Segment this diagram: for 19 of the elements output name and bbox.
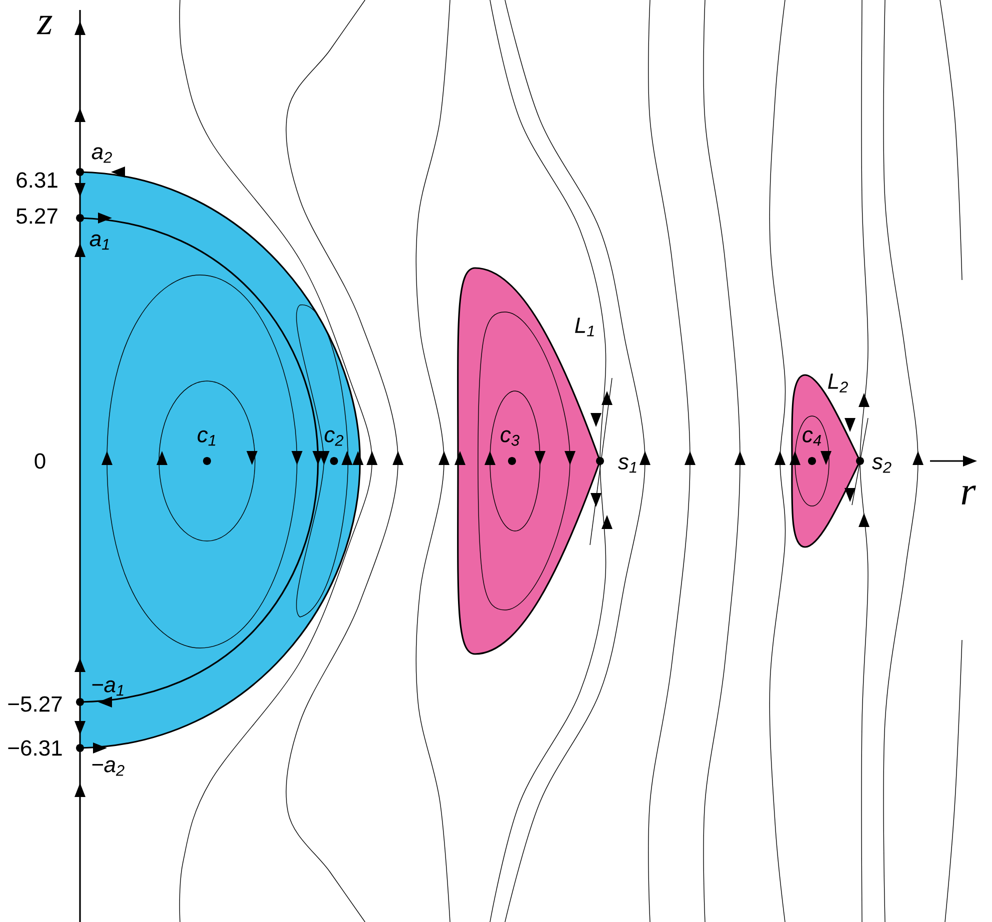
tick-label: 0 — [34, 453, 46, 469]
tick-label: −5.27 — [8, 696, 62, 712]
axis-label: z — [36, 16, 52, 34]
curve-label: L$_{2}$ — [828, 374, 848, 392]
curve-label: L$_{1}$ — [575, 318, 594, 336]
point-label: c$_{3}$ — [500, 430, 520, 446]
axis-label: r — [962, 486, 976, 504]
point-label: a$_{2}$ — [92, 147, 112, 163]
point-label: s$_{2}$ — [872, 457, 892, 473]
point-label: s$_{1}$ — [618, 457, 636, 473]
point-label: −a$_{2}$ — [92, 760, 124, 776]
tick-label: −6.31 — [8, 740, 62, 756]
point-label: c$_{4}$ — [802, 430, 821, 446]
point-label: a$_{1}$ — [90, 234, 109, 250]
tick-label: 5.27 — [16, 208, 58, 224]
point-label: c$_{1}$ — [198, 430, 216, 446]
point-label: −a$_{1}$ — [92, 680, 124, 696]
tick-label: 6.31 — [16, 172, 58, 188]
point-label: c$_{2}$ — [324, 430, 344, 446]
